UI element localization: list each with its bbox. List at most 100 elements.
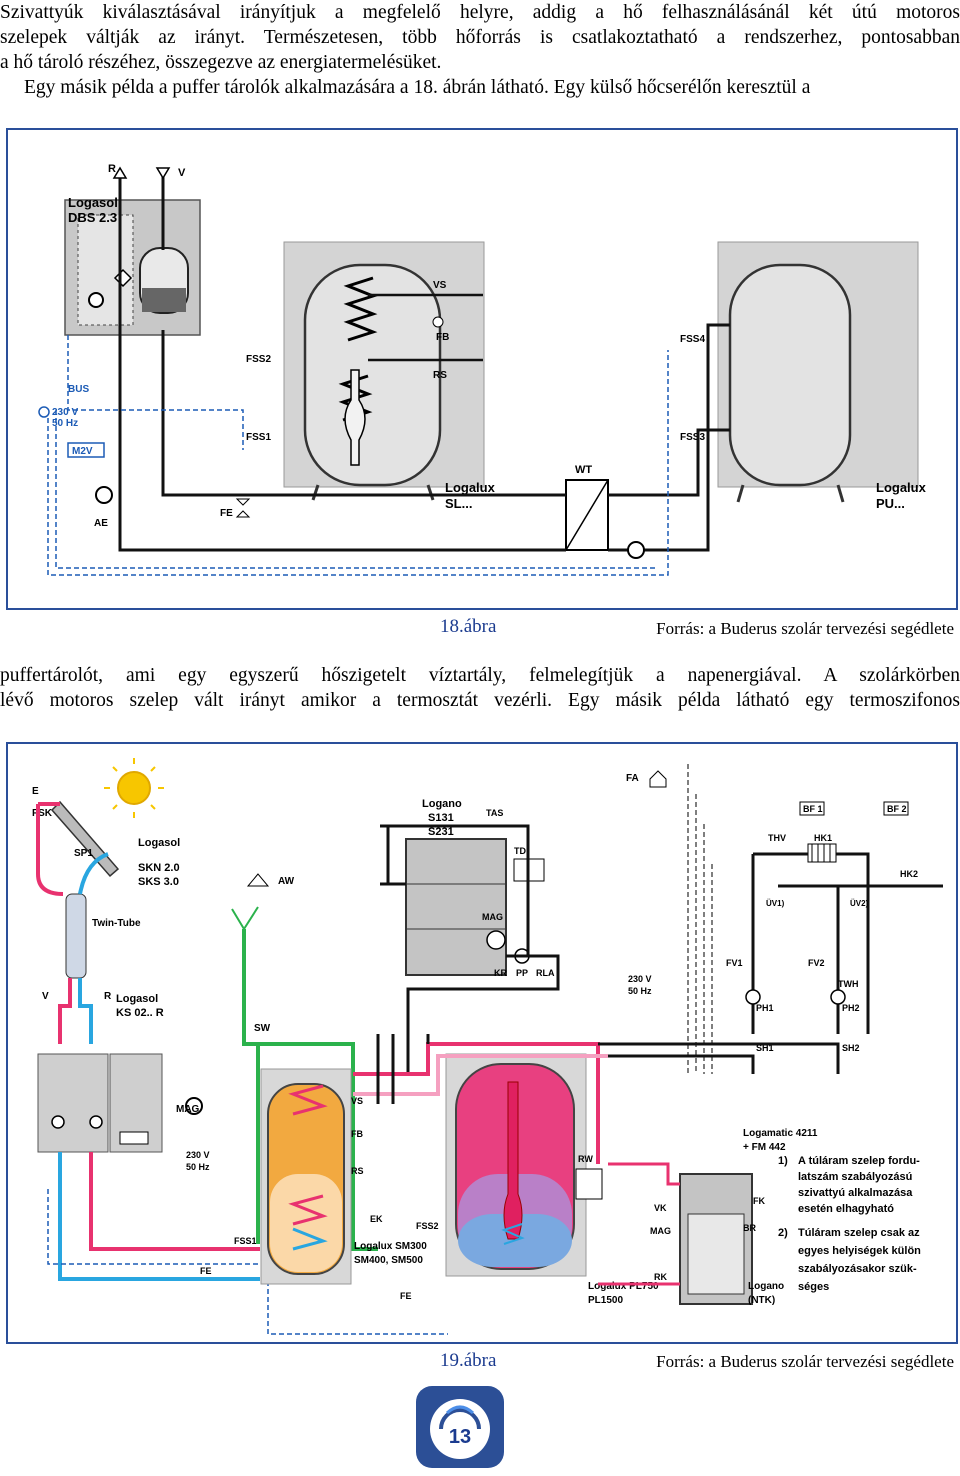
label-rk: RK: [654, 1272, 667, 1282]
label-fe: FE: [220, 508, 233, 519]
label-v: V: [178, 167, 186, 179]
tank-pu: [728, 263, 852, 487]
label-logano: Logano: [422, 798, 462, 810]
label-logamatic: Logamatic 4211: [743, 1128, 818, 1139]
note2-line: Túláram szelep csak az: [798, 1227, 920, 1239]
figure-18-frame: R V Logasol DBS 2.3 VS FB RS Logalux SL.…: [6, 128, 958, 610]
note2-num: 2): [778, 1227, 788, 1239]
label-logalux: Logalux: [445, 480, 496, 495]
note1-num: 1): [778, 1155, 788, 1167]
label-wt: WT: [575, 464, 592, 476]
label-aw: AW: [278, 876, 295, 887]
note2-line: egyes helyiségek külön: [798, 1245, 921, 1257]
label-logasol: Logasol: [138, 837, 180, 849]
label-fss4: FSS4: [680, 334, 705, 345]
label-ph1: PH1: [756, 1003, 774, 1013]
label-s231: S231: [428, 826, 454, 838]
figure-19-caption: 19.ábra: [440, 1350, 497, 1371]
sun-icon: [117, 771, 151, 805]
label-fe2: FE: [400, 1291, 412, 1301]
label-uv1: ÜV1): [766, 899, 785, 908]
note2-line: séges: [798, 1281, 829, 1293]
label-bf1: BF 1: [803, 804, 823, 814]
page-number-badge: 13: [413, 1383, 507, 1471]
label-fk: FK: [753, 1196, 765, 1206]
label-fa: FA: [626, 773, 639, 784]
notes: 1) A túláram szelep fordu- latszám szabá…: [778, 1155, 921, 1293]
label-twin: Twin-Tube: [92, 918, 141, 929]
twin-tube: [65, 893, 87, 979]
label-fss1: FSS1: [234, 1236, 257, 1246]
label-fm442: + FM 442: [743, 1142, 786, 1153]
label-sm400: SM400, SM500: [354, 1255, 423, 1266]
paragraph-mid: puffertárolót, ami egy egyszerű hősziget…: [0, 663, 960, 713]
label-230v: 230 V: [52, 407, 78, 418]
label-r: R: [108, 163, 116, 175]
label-twh: TWH: [838, 979, 859, 989]
figure-18-diagram: R V Logasol DBS 2.3 VS FB RS Logalux SL.…: [38, 163, 927, 576]
note2-line: szabályozásakor szük-: [798, 1263, 917, 1275]
label-fsk: FSK: [32, 808, 53, 819]
label-ae: AE: [94, 518, 108, 529]
label-sw: SW: [254, 1023, 271, 1034]
text-line: lévő motoros szelep vált irányt amikor a…: [0, 690, 960, 711]
note1-line: latszám szabályozású: [798, 1171, 912, 1183]
label-fb: FB: [436, 332, 449, 343]
figure-19-source: Forrás: a Buderus szolár tervezési segéd…: [656, 1352, 954, 1371]
label-mag2: MAG: [482, 912, 503, 922]
tank-sl: [303, 263, 442, 487]
label-vs: VS: [351, 1096, 363, 1106]
label-logasol: Logasol: [68, 195, 118, 210]
solar-collector: [50, 800, 120, 878]
label-br: BR: [743, 1223, 756, 1233]
text-line: Szivattyúk kiválasztásával irányítjuk a …: [0, 2, 960, 23]
label-rs: RS: [351, 1166, 364, 1176]
label-50hz-b: 50 Hz: [628, 986, 652, 996]
label-50hz: 50 Hz: [186, 1162, 210, 1172]
label-sl: SL...: [445, 496, 472, 511]
label-fss2: FSS2: [246, 354, 271, 365]
label-230v: 230 V: [186, 1150, 210, 1160]
label-rla: RLA: [536, 968, 555, 978]
text-line: Egy másik példa a puffer tárolók alkalma…: [24, 77, 811, 98]
label-sp1: SP1: [74, 848, 93, 859]
label-ks: KS 02.. R: [116, 1007, 164, 1019]
label-v: V: [42, 991, 49, 1002]
label-fe: FE: [200, 1266, 212, 1276]
text-line: puffertárolót, ami egy egyszerű hősziget…: [0, 665, 960, 686]
figure-19-frame: E FSK SP1 Logasol SKN 2.0 SKS 3.0 Twin-T…: [6, 742, 958, 1344]
label-bus: BUS: [68, 384, 89, 395]
label-logano-ntk: Logano: [748, 1281, 784, 1292]
note1-line: szivattyú alkalmazása: [798, 1187, 913, 1199]
figure-19-diagram: E FSK SP1 Logasol SKN 2.0 SKS 3.0 Twin-T…: [32, 758, 943, 1335]
label-rw: RW: [578, 1154, 593, 1164]
label-ph2: PH2: [842, 1003, 860, 1013]
label-s131: S131: [428, 812, 454, 824]
label-ek: EK: [370, 1214, 383, 1224]
label-sh2: SH2: [842, 1043, 860, 1053]
label-mag: MAG: [176, 1104, 200, 1115]
label-sh1: SH1: [756, 1043, 774, 1053]
label-m2v: M2V: [72, 446, 93, 457]
label-rs: RS: [433, 370, 447, 381]
label-skn: SKN 2.0: [138, 862, 180, 874]
page-number: 13: [449, 1426, 471, 1448]
label-hk1: HK1: [814, 833, 832, 843]
label-logalux2: Logalux: [876, 480, 927, 495]
label-ntk: (NTK): [748, 1295, 775, 1306]
label-tas: TAS: [486, 808, 503, 818]
figure-18-source: Forrás: a Buderus szolár tervezési segéd…: [656, 619, 954, 638]
label-fss3: FSS3: [680, 432, 705, 443]
label-uv2: ÜV2): [850, 899, 869, 908]
note1-line: A túláram szelep fordu-: [798, 1155, 920, 1167]
label-logasol-ks: Logasol: [116, 993, 158, 1005]
label-fb: FB: [351, 1129, 363, 1139]
label-50hz: 50 Hz: [52, 418, 78, 429]
label-vk: VK: [654, 1203, 667, 1213]
label-vs: VS: [433, 280, 447, 291]
label-hk2: HK2: [900, 869, 918, 879]
label-dbs: DBS 2.3: [68, 210, 117, 225]
label-logalux-sm: Logalux SM300: [354, 1241, 427, 1252]
label-230v-b: 230 V: [628, 974, 652, 984]
label-thv: THV: [768, 833, 786, 843]
